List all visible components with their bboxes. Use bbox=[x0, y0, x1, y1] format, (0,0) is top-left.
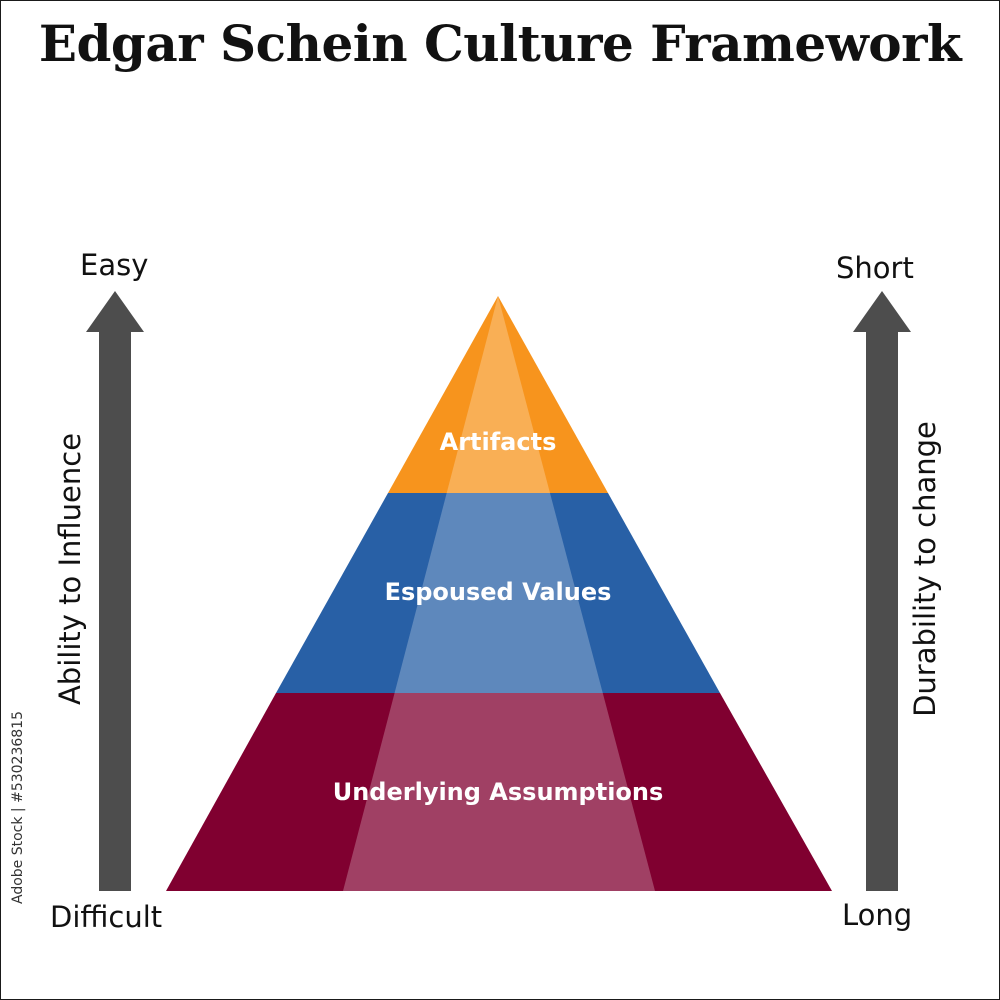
pyramid-highlight-band bbox=[343, 296, 655, 891]
tier-artifacts bbox=[388, 296, 608, 493]
diagram-title: Edgar Schein Culture Framework bbox=[38, 14, 962, 73]
tier-underlying-assumptions bbox=[166, 693, 832, 891]
right-bottom-label: Long bbox=[842, 898, 913, 932]
tier-espoused-values bbox=[276, 493, 720, 693]
right-top-label: Short bbox=[836, 251, 914, 285]
left-up-arrow-icon bbox=[86, 291, 144, 891]
right-axis-label: Durability to change bbox=[908, 421, 942, 717]
tier-label-espoused-values: Espoused Values bbox=[385, 578, 612, 606]
right-up-arrow-icon bbox=[853, 291, 911, 891]
tier-label-artifacts: Artifacts bbox=[440, 428, 557, 456]
left-bottom-label: Difficult bbox=[50, 900, 163, 934]
left-top-label: Easy bbox=[80, 248, 149, 282]
stock-credit: Adobe Stock | #530236815 bbox=[10, 711, 26, 904]
left-axis-label: Ability to Influence bbox=[53, 432, 87, 706]
tier-label-underlying-assumptions: Underlying Assumptions bbox=[333, 778, 664, 806]
